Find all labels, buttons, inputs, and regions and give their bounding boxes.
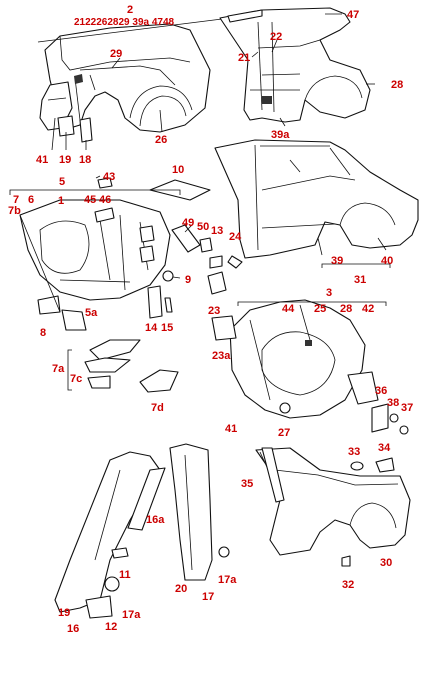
callout-24: 24: [229, 231, 242, 243]
callout-25: 25: [314, 303, 326, 315]
callout-46: 46: [99, 194, 111, 206]
quarter-frame-assembly: [219, 7, 371, 123]
callout-16: 16: [67, 623, 79, 635]
callout-leaders-group-d: [9, 175, 193, 313]
callout-3: 3: [326, 287, 332, 299]
callout-20: 20: [175, 583, 187, 595]
callout-13: 13: [211, 225, 223, 237]
callout-17a-mid: 17a: [218, 574, 237, 586]
callout-leaders-group-b: [251, 13, 375, 127]
callout-32: 32: [342, 579, 354, 591]
inner-panel-assembly-right: [211, 299, 409, 435]
callout-11: 11: [119, 569, 131, 581]
callout-41-mid: 41: [225, 423, 237, 435]
callout-27: 27: [278, 427, 290, 439]
callout-39a: 39a: [271, 129, 290, 141]
callout-28-top: 28: [391, 79, 403, 91]
callout-7b: 7b: [8, 205, 21, 217]
callout-23a: 23a: [212, 350, 231, 362]
callout-9: 9: [185, 274, 191, 286]
callout-33: 33: [348, 446, 360, 458]
callout-21-top: 21: [238, 52, 250, 64]
callout-22: 22: [270, 31, 282, 43]
callout-10: 10: [172, 164, 184, 176]
callout-19-bottom: 19: [58, 607, 70, 619]
callout-38: 38: [387, 397, 399, 409]
callout-14: 14: [145, 322, 158, 334]
callout-2-members: 2122262829 39a 4748: [74, 17, 175, 28]
wheel-housing-assembly: [19, 177, 243, 331]
callout-41-top: 41: [36, 154, 48, 166]
callout-5: 5: [59, 176, 65, 188]
callout-29: 29: [110, 48, 122, 60]
callout-leaders-group-c: [317, 237, 391, 268]
outer-body-side-panel: [214, 139, 419, 259]
callout-17: 17: [202, 591, 214, 603]
callout-37: 37: [401, 402, 413, 414]
bracket-parts-7a-7d: [67, 339, 179, 393]
callout-39: 39: [331, 255, 343, 267]
callout-7c: 7c: [70, 373, 82, 385]
callout-49: 49: [182, 217, 194, 229]
callout-23: 23: [208, 305, 220, 317]
callout-36: 36: [375, 385, 387, 397]
callout-31: 31: [354, 274, 366, 286]
callout-47: 47: [347, 9, 359, 21]
rear-fender-outer-panel: [255, 447, 411, 567]
callout-5a: 5a: [85, 307, 98, 319]
callout-26: 26: [155, 134, 167, 146]
callout-labels: 2 2122262829 39a 4748 47 21 22 29 28 39a…: [8, 4, 413, 635]
callout-16a: 16a: [146, 514, 165, 526]
callout-7: 7: [13, 194, 19, 206]
callout-50: 50: [197, 221, 209, 233]
callout-19-top: 19: [59, 154, 71, 166]
callout-6: 6: [28, 194, 34, 206]
callout-2: 2: [127, 4, 133, 16]
callout-12: 12: [105, 621, 117, 633]
callout-18: 18: [79, 154, 91, 166]
callout-34: 34: [378, 442, 391, 454]
callout-28-mid: 28: [340, 303, 352, 315]
callout-1: 1: [58, 195, 64, 207]
callout-35: 35: [241, 478, 253, 490]
callout-45: 45: [84, 194, 96, 206]
callout-8: 8: [40, 327, 46, 339]
callout-17a-bottom: 17a: [122, 609, 141, 621]
callout-15: 15: [161, 322, 173, 334]
callout-43: 43: [103, 171, 115, 183]
inner-quarter-panel-assembly: [39, 23, 211, 143]
callout-42: 42: [362, 303, 374, 315]
callout-7a: 7a: [52, 363, 65, 375]
pillar-panels-lower-left: [54, 443, 230, 619]
callout-44: 44: [282, 303, 295, 315]
callout-7d: 7d: [151, 402, 164, 414]
callout-30: 30: [380, 557, 392, 569]
callout-leaders-group-a: [37, 17, 231, 151]
callout-40: 40: [381, 255, 393, 267]
